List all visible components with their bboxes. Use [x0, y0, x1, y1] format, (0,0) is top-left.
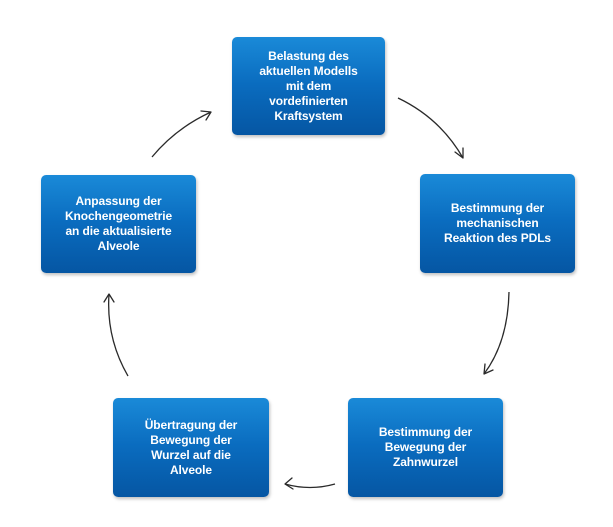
step-box-pdl-reaction: Bestimmung der mechanischen Reaktion des…: [420, 174, 575, 273]
arrow-step2-to-step3: [483, 291, 510, 375]
arrow-step1-to-step2: [397, 97, 464, 159]
step-label-bone-adaptation: Anpassung der Knochengeometrie an die ak…: [64, 194, 173, 253]
step-label-loading: Belastung des aktuellen Modells mit dem …: [259, 48, 358, 123]
step-box-transfer-to-alveolus: Übertragung der Bewegung der Wurzel auf …: [113, 398, 269, 497]
arrow-step4-to-step5: [103, 293, 129, 377]
step-label-pdl-reaction: Bestimmung der mechanischen Reaktion des…: [444, 201, 551, 245]
arrow-step3-to-step4: [284, 477, 336, 490]
arrow-step5-to-step1: [151, 110, 212, 158]
step-label-root-movement: Bestimmung der Bewegung der Zahnwurzel: [378, 425, 473, 469]
step-box-loading: Belastung des aktuellen Modells mit dem …: [232, 37, 385, 135]
step-box-bone-adaptation: Anpassung der Knochengeometrie an die ak…: [41, 175, 196, 273]
step-label-transfer-to-alveolus: Übertragung der Bewegung der Wurzel auf …: [144, 417, 238, 477]
step-box-root-movement: Bestimmung der Bewegung der Zahnwurzel: [348, 398, 503, 497]
